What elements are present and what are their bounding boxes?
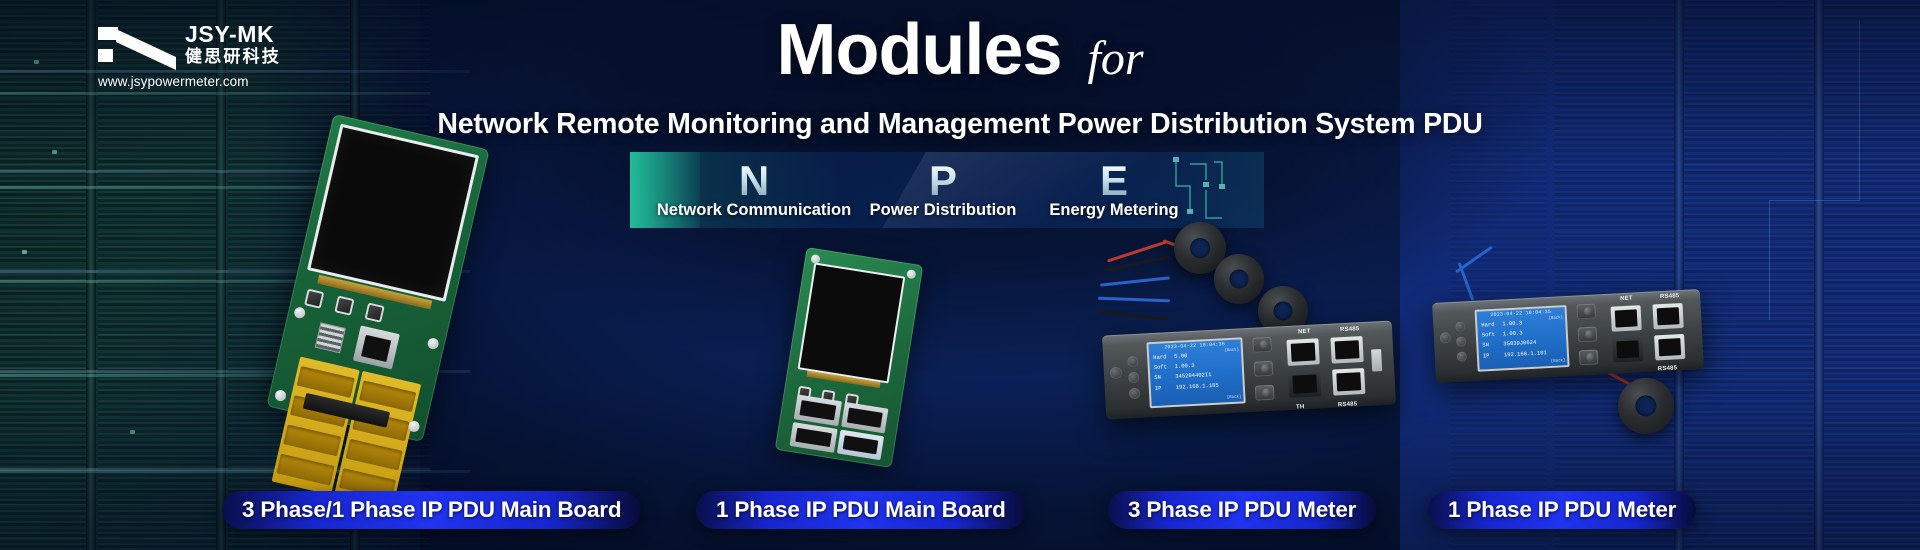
- screen-value: 5.00: [1174, 352, 1188, 360]
- indicator-knob: [1455, 336, 1467, 347]
- meter-enclosure: 2023-04-22 10:04:35 Hard 1.00.3 Soft 1.0…: [1432, 289, 1704, 383]
- screen-key: IP: [1154, 384, 1162, 392]
- port-label-rs485-bottom: RS485: [1657, 365, 1678, 373]
- screen-data-rows: Hard 1.00.3 Soft 1.00.3 SN 35039J0624 IP…: [1477, 314, 1567, 361]
- screen-badge-bottom: [Back]: [1226, 395, 1242, 401]
- npe-item-network: N Network Communication: [654, 160, 854, 220]
- circuit-pattern-icon: [1170, 156, 1228, 226]
- indicator-knob: [1456, 351, 1468, 362]
- screen-badge-top: [Back]: [1548, 316, 1564, 321]
- indicator-knob: [1127, 371, 1140, 384]
- product-label-text: 3 Phase IP PDU Meter: [1128, 497, 1357, 522]
- screen-value: 192.168.1.101: [1503, 348, 1547, 358]
- rs485-rj45-port-bottom: [1332, 367, 1366, 396]
- screen-badge-bottom: [Back]: [1550, 359, 1566, 364]
- product-label-1phase-ip-pdu-meter: 1 Phase IP PDU Meter: [1428, 491, 1697, 529]
- headline-block: Modules for: [0, 10, 1920, 90]
- terminal-port: [276, 453, 335, 486]
- terminal-port: [283, 424, 341, 457]
- brand-logo: JSY-MK 健思研科技 www.jsypowermeter.com: [98, 22, 318, 89]
- npe-item-power: P Power Distribution: [858, 160, 1028, 220]
- npe-letter-e: E: [1034, 160, 1194, 202]
- meter-lcd-screen: 2023-04-22 10:04:35 Hard 5.00 Soft 1.00.…: [1146, 337, 1246, 409]
- npe-letter-n: N: [654, 160, 854, 202]
- ct-wire: [1100, 276, 1170, 287]
- npe-accent-bar: [630, 152, 700, 228]
- screen-badge-top: [Back]: [1224, 348, 1240, 354]
- meter-button-down[interactable]: [1252, 336, 1273, 353]
- meter-enclosure: 2023-04-22 10:04:35 Hard 5.00 Soft 1.00.…: [1102, 320, 1396, 420]
- side-mount-screw: [1109, 366, 1123, 380]
- tactile-button: [304, 288, 325, 309]
- product-image-3phase-ip-pdu-meter: 2023-04-22 10:04:35 Hard 5.00 Soft 1.00.…: [1090, 222, 1410, 460]
- screen-value: 192.168.1.185: [1175, 381, 1219, 391]
- npe-label-energy: Energy Metering: [1049, 201, 1179, 219]
- meter-button-down[interactable]: [1576, 303, 1597, 320]
- npe-label-power: Power Distribution: [869, 201, 1017, 219]
- ct-wire: [1457, 262, 1475, 301]
- current-transformer-coil: [1618, 378, 1674, 434]
- ct-wire: [1098, 310, 1170, 321]
- indicator-knob: [1128, 387, 1141, 400]
- page-subtitle: Network Remote Monitoring and Management…: [437, 108, 1483, 140]
- meter-button-set[interactable]: [1577, 326, 1598, 343]
- rs485-rj45-port-top: [1330, 336, 1364, 364]
- npe-letter-p: P: [858, 160, 1028, 202]
- ct-wire: [1097, 296, 1171, 303]
- brand-name: JSY-MK: [185, 21, 275, 47]
- current-transformer-coil: [1214, 254, 1264, 304]
- net-rj45-port: [1286, 338, 1320, 366]
- indicator-knob: [1127, 355, 1139, 368]
- screen-data-rows: Hard 5.00 Soft 1.00.3 SN 345204402I1 IP …: [1149, 346, 1243, 393]
- brand-website: www.jsypowermeter.com: [98, 74, 249, 89]
- port-label-rs485-top: RS485: [1339, 326, 1360, 334]
- side-mount-screw: [1439, 332, 1452, 344]
- net-rj45-port: [1610, 305, 1642, 332]
- npe-feature-strip: N Network Communication P Power Distribu…: [630, 152, 1264, 228]
- product-image-1phase-ip-pdu-meter: 2023-04-22 10:04:35 Hard 1.00.3 Soft 1.0…: [1420, 245, 1720, 460]
- port-label-rs485-top: RS485: [1659, 293, 1680, 301]
- meter-button-set[interactable]: [1253, 360, 1274, 377]
- port-label-th: TH: [1295, 404, 1305, 411]
- rs485-rj45-port-bottom: [1654, 333, 1686, 361]
- jsy-diagonal-mark-icon: [98, 25, 176, 71]
- page-title: Modules: [776, 10, 1062, 90]
- product-label-1phase-main-board: 1 Phase IP PDU Main Board: [696, 491, 1026, 529]
- brand-name-chinese: 健思研科技: [185, 47, 281, 66]
- product-label-3phase-1phase-main-board: 3 Phase/1 Phase IP PDU Main Board: [222, 491, 642, 529]
- screen-key: IP: [1482, 351, 1490, 359]
- th-rj45-port: [1612, 336, 1644, 363]
- title-connector: for: [1087, 32, 1144, 85]
- rs485-rj45-port-top: [1652, 302, 1684, 330]
- terminal-port: [345, 438, 403, 471]
- product-label-text: 3 Phase/1 Phase IP PDU Main Board: [242, 497, 622, 522]
- tactile-button: [334, 295, 355, 316]
- product-label-text: 1 Phase IP PDU Main Board: [716, 497, 1006, 522]
- port-label-net: NET: [1619, 295, 1633, 303]
- lcd-display: [797, 262, 906, 384]
- npe-item-energy: E Energy Metering: [1034, 160, 1194, 220]
- npe-label-network: Network Communication: [656, 201, 852, 219]
- product-label-3phase-ip-pdu-meter: 3 Phase IP PDU Meter: [1108, 491, 1377, 529]
- product-label-text: 1 Phase IP PDU Meter: [1448, 497, 1677, 522]
- meter-button-up[interactable]: [1254, 384, 1275, 401]
- port-label-rs485-bottom: RS485: [1337, 401, 1358, 409]
- usb-port: [1371, 349, 1383, 372]
- meter-lcd-screen: 2023-04-22 10:04:35 Hard 1.00.3 Soft 1.0…: [1474, 305, 1570, 372]
- port-label-net: NET: [1297, 328, 1311, 336]
- indicator-knob: [1455, 321, 1466, 332]
- meter-button-up[interactable]: [1578, 349, 1599, 366]
- th-rj45-port: [1288, 370, 1322, 398]
